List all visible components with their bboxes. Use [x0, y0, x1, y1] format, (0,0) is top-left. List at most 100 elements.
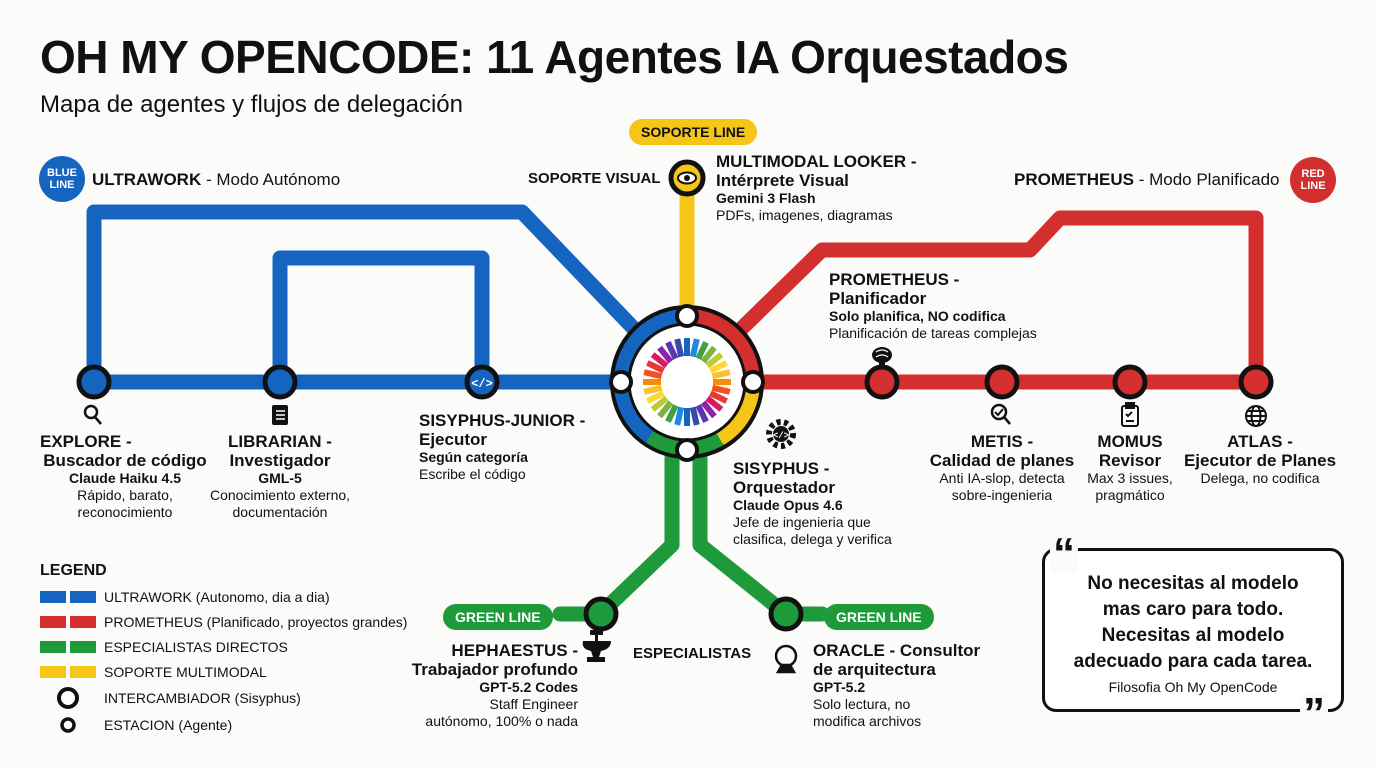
explore-label: EXPLORE - Buscador de código Claude Haik…: [40, 432, 210, 521]
interchange-blue-arc: [613, 309, 688, 443]
red-line-mode: - Modo Planificado: [1133, 170, 1280, 189]
legend-item-especialistas: ESPECIALISTAS DIRECTOS: [40, 637, 288, 657]
blue-line-mode: - Modo Autónomo: [201, 170, 341, 189]
wheel-segment: [705, 395, 724, 412]
close-quote-icon: ”: [1300, 692, 1328, 736]
wheel-segment: [709, 390, 728, 404]
prometheus-model: Solo planifica, NO codifica: [829, 308, 1006, 324]
legend-item-ultrawork: ULTRAWORK (Autonomo, dia a dia): [40, 587, 330, 607]
legend-item-soporte: SOPORTE MULTIMODAL: [40, 662, 267, 682]
wheel-segment: [695, 341, 709, 360]
multimodal-looker-desc-1: PDFs, imagenes, diagramas: [716, 207, 893, 223]
hephaestus-label: HEPHAESTUS - Trabajador profundo GPT-5.2…: [408, 641, 578, 730]
legend-swatch-red: [40, 616, 96, 628]
globe-icon: [1245, 405, 1267, 427]
blue-line-outer: [86, 204, 648, 390]
wheel-segment: [711, 369, 731, 380]
station-librarian[interactable]: [262, 364, 298, 400]
momus-label: MOMUS Revisor Max 3 issues, pragmático: [1075, 432, 1185, 504]
wheel-segment: [657, 400, 674, 419]
blue-line-name: ULTRAWORK: [92, 170, 202, 189]
metis-label: METIS - Calidad de planes Anti IA-slop, …: [922, 432, 1082, 504]
prometheus-label: PROMETHEUS - Planificador Solo planifica…: [829, 270, 1037, 342]
blue-line-badge: BLUE LINE: [39, 156, 85, 202]
oracle-name: ORACLE - Consultor: [813, 641, 981, 660]
red-line-head: PROMETHEUS - Modo Planificado: [1014, 170, 1280, 190]
station-momus[interactable]: [1112, 364, 1148, 400]
legend-label-station: ESTACION (Agente): [104, 717, 233, 733]
hephaestus-name: HEPHAESTUS -: [451, 641, 578, 660]
oracle-desc-2: modifica archivos: [813, 713, 922, 729]
wheel-segment: [674, 406, 685, 426]
oracle-desc-1: Solo lectura, no: [813, 696, 911, 712]
wheel-segment: [705, 352, 724, 369]
station-sisyphus-junior[interactable]: </>: [464, 364, 500, 400]
legend-swatch-blue: [40, 591, 96, 603]
momus-desc-2: pragmático: [1095, 487, 1165, 503]
multimodal-looker-label: MULTIMODAL LOOKER - Intérprete Visual Ge…: [716, 152, 917, 224]
code-icon: </>: [471, 377, 493, 391]
wheel-segment: [646, 360, 665, 374]
wheel-segment: [643, 384, 663, 395]
legend-title: LEGEND: [40, 562, 107, 579]
hephaestus-desc-2: autónomo, 100% o nada: [425, 713, 578, 729]
wheel-segment: [674, 338, 685, 358]
prometheus-desc-1: Planificación de tareas complejas: [829, 325, 1037, 341]
quote-box: No necesitas al modelo mas caro para tod…: [1042, 548, 1344, 712]
sisyphus-label: SISYPHUS - Orquestador Claude Opus 4.6 J…: [733, 459, 892, 548]
interchange-node-left: [609, 370, 633, 394]
legend-item-prometheus: PROMETHEUS (Planificado, proyectos grand…: [40, 612, 407, 632]
quote-line-4: adecuado para cada tarea.: [1073, 651, 1313, 672]
blue-line-head: ULTRAWORK - Modo Autónomo: [92, 170, 340, 190]
page-subtitle: Mapa de agentes y flujos de delegación: [40, 91, 463, 118]
interchange-node-top: [675, 304, 699, 328]
librarian-model: GML-5: [258, 470, 302, 486]
atlas-desc-1: Delega, no codifica: [1200, 470, 1320, 486]
station-metis[interactable]: [984, 364, 1020, 400]
wheel-segment: [665, 404, 679, 423]
crystal-ball-icon: [774, 644, 798, 674]
legend-label-interchange: INTERCAMBIADOR (Sisyphus): [104, 690, 301, 706]
open-quote-icon: “: [1050, 532, 1078, 576]
especialistas-caption: ESPECIALISTAS: [633, 645, 752, 662]
hephaestus-role: Trabajador profundo: [411, 660, 578, 679]
green-line-right: [692, 450, 830, 622]
station-ring-icon: [40, 716, 96, 734]
interchange-node-bottom: [675, 438, 699, 462]
blue-line: [86, 204, 648, 390]
station-hephaestus[interactable]: [583, 596, 619, 632]
eye-icon: [677, 171, 697, 185]
librarian-desc-1: Conocimiento externo,: [209, 487, 351, 503]
interchange-color-wheel: [643, 338, 731, 426]
station-atlas[interactable]: [1238, 364, 1274, 400]
atlas-name: ATLAS -: [1227, 432, 1293, 451]
explore-desc-1: Rápido, barato,: [77, 487, 173, 503]
wheel-segment: [711, 384, 731, 395]
wheel-segment: [643, 369, 663, 380]
red-line-name: PROMETHEUS: [1014, 170, 1134, 189]
sisyphus-junior-role: Ejecutor: [419, 430, 488, 449]
legend-label-soporte: SOPORTE MULTIMODAL: [104, 664, 267, 680]
sisyphus-desc-2: clasifica, delega y verifica: [733, 531, 892, 547]
metis-name: METIS -: [970, 432, 1034, 451]
page-title: OH MY OPENCODE: 11 Agentes IA Orquestado…: [40, 31, 1069, 83]
metis-desc-2: sobre-ingenieria: [951, 487, 1053, 503]
interchange-ring-icon: [40, 686, 96, 710]
gear-icon: </>: [766, 419, 796, 449]
momus-name: MOMUS: [1097, 432, 1163, 451]
sisyphus-model: Claude Opus 4.6: [733, 497, 843, 513]
station-explore[interactable]: [76, 364, 112, 400]
station-multimodal-looker[interactable]: [668, 159, 706, 197]
wheel-segment: [646, 390, 665, 404]
librarian-label: LIBRARIAN - Investigador GML-5 Conocimie…: [200, 432, 360, 521]
quote-source: Filosofia Oh My OpenCode: [1108, 679, 1278, 695]
quote-line-2: mas caro para todo.: [1102, 599, 1284, 620]
legend-label-ultrawork: ULTRAWORK (Autonomo, dia a dia): [104, 589, 330, 605]
wheel-segment: [689, 338, 700, 358]
station-prometheus[interactable]: [864, 364, 900, 400]
sisyphus-interchange[interactable]: [609, 304, 765, 462]
sisyphus-role: Orquestador: [733, 478, 836, 497]
librarian-name: LIBRARIAN -: [228, 432, 332, 451]
station-oracle[interactable]: [768, 596, 804, 632]
